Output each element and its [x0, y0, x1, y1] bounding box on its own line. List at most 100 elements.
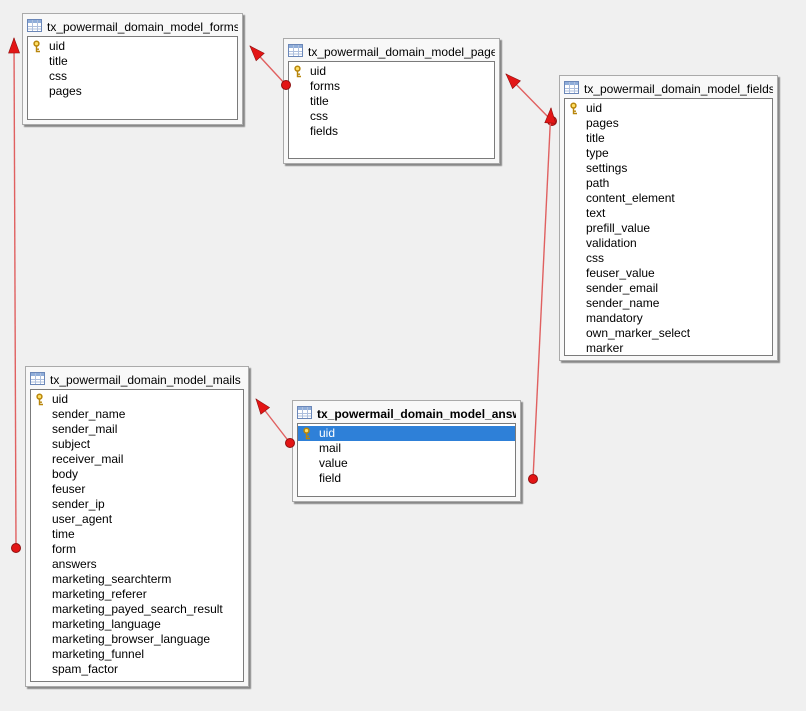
field-name: mandatory — [586, 311, 643, 325]
relationship-answer-to-mails[interactable] — [255, 398, 295, 448]
field-row-forms[interactable]: forms — [289, 79, 494, 94]
field-name: marker — [586, 341, 624, 355]
field-row-marketing_funnel[interactable]: marketing_funnel — [31, 647, 243, 662]
key-icon — [35, 393, 52, 406]
field-name: path — [586, 176, 610, 190]
field-row-marker[interactable]: marker — [565, 341, 772, 355]
field-row-pages[interactable]: pages — [28, 84, 237, 99]
table-title: tx_powermail_domain_model_fields — [584, 81, 773, 96]
field-name: subject — [52, 437, 91, 451]
field-name: value — [319, 456, 348, 470]
field-row-mail[interactable]: mail — [298, 441, 515, 456]
field-row-content_element[interactable]: content_element — [565, 191, 772, 206]
field-row-time[interactable]: time — [31, 527, 243, 542]
field-row-sender_name[interactable]: sender_name — [565, 296, 772, 311]
table-title: tx_powermail_domain_model_mails — [50, 372, 241, 387]
field-row-spam_factor[interactable]: spam_factor — [31, 662, 243, 677]
field-name: marketing_referer — [52, 587, 147, 601]
table-header[interactable]: tx_powermail_domain_model_forms — [27, 17, 238, 36]
field-name: css — [310, 109, 328, 123]
field-name: marketing_searchterm — [52, 572, 172, 586]
field-name: body — [52, 467, 79, 481]
field-row-sender_email[interactable]: sender_email — [565, 281, 772, 296]
field-row-form[interactable]: form — [31, 542, 243, 557]
field-name: form — [52, 542, 76, 556]
field-row-text[interactable]: text — [565, 206, 772, 221]
relationship-answer-to-fields[interactable] — [528, 107, 557, 484]
table-header[interactable]: tx_powermail_domain_model_answer — [297, 404, 516, 423]
field-row-css[interactable]: css — [28, 69, 237, 84]
field-row-sender_mail[interactable]: sender_mail — [31, 422, 243, 437]
table-icon — [288, 43, 303, 60]
table-header[interactable]: tx_powermail_domain_model_fields — [564, 79, 773, 98]
field-name: pages — [586, 116, 619, 130]
key-icon — [293, 65, 310, 78]
field-row-subject[interactable]: subject — [31, 437, 243, 452]
field-row-marketing_payed_search_result[interactable]: marketing_payed_search_result — [31, 602, 243, 617]
field-name: text — [586, 206, 606, 220]
arrowhead-icon — [249, 45, 265, 62]
field-name: forms — [310, 79, 340, 93]
field-name: field — [319, 471, 342, 485]
table-header[interactable]: tx_powermail_domain_model_pages — [288, 42, 495, 61]
field-row-feuser_value[interactable]: feuser_value — [565, 266, 772, 281]
field-row-answers[interactable]: answers — [31, 557, 243, 572]
field-row-title[interactable]: title — [28, 54, 237, 69]
field-row-feuser[interactable]: feuser — [31, 482, 243, 497]
field-name: uid — [319, 426, 336, 440]
connector-dot-icon — [528, 474, 538, 484]
field-row-marketing_searchterm[interactable]: marketing_searchterm — [31, 572, 243, 587]
table-title: tx_powermail_domain_model_answer — [317, 406, 516, 421]
field-row-receiver_mail[interactable]: receiver_mail — [31, 452, 243, 467]
table-title: tx_powermail_domain_model_forms — [47, 19, 238, 34]
field-row-uid[interactable]: uid — [565, 101, 772, 116]
table-icon — [27, 18, 42, 35]
field-row-uid[interactable]: uid — [28, 39, 237, 54]
field-row-marketing_referer[interactable]: marketing_referer — [31, 587, 243, 602]
field-name: receiver_mail — [52, 452, 124, 466]
field-row-marketing_language[interactable]: marketing_language — [31, 617, 243, 632]
field-name: mail — [319, 441, 342, 455]
field-row-body[interactable]: body — [31, 467, 243, 482]
field-row-uid[interactable]: uid — [289, 64, 494, 79]
field-row-type[interactable]: type — [565, 146, 772, 161]
field-row-own_marker_select[interactable]: own_marker_select — [565, 326, 772, 341]
field-row-settings[interactable]: settings — [565, 161, 772, 176]
field-row-uid[interactable]: uid — [31, 392, 243, 407]
table-header[interactable]: tx_powermail_domain_model_mails — [30, 370, 244, 389]
field-row-css[interactable]: css — [289, 109, 494, 124]
table-icon — [564, 80, 579, 97]
field-row-field[interactable]: field — [298, 471, 515, 486]
field-row-path[interactable]: path — [565, 176, 772, 191]
field-row-prefill_value[interactable]: prefill_value — [565, 221, 772, 236]
field-row-sender_name[interactable]: sender_name — [31, 407, 243, 422]
field-row-uid[interactable]: uid — [298, 426, 515, 441]
field-row-css[interactable]: css — [565, 251, 772, 266]
field-row-sender_ip[interactable]: sender_ip — [31, 497, 243, 512]
field-row-mandatory[interactable]: mandatory — [565, 311, 772, 326]
field-name: sender_name — [586, 296, 660, 310]
field-row-user_agent[interactable]: user_agent — [31, 512, 243, 527]
field-row-marketing_browser_language[interactable]: marketing_browser_language — [31, 632, 243, 647]
field-row-title[interactable]: title — [565, 131, 772, 146]
relationship-fields-to-pages[interactable] — [505, 73, 557, 126]
field-row-title[interactable]: title — [289, 94, 494, 109]
field-name: feuser_value — [586, 266, 655, 280]
field-name: prefill_value — [586, 221, 651, 235]
field-name: settings — [586, 161, 628, 175]
field-name: marketing_browser_language — [52, 632, 211, 646]
field-name: fields — [310, 124, 339, 138]
field-row-value[interactable]: value — [298, 456, 515, 471]
field-row-fields[interactable]: fields — [289, 124, 494, 139]
relationship-mails-to-forms[interactable] — [8, 37, 21, 553]
field-row-validation[interactable]: validation — [565, 236, 772, 251]
field-row-pages[interactable]: pages — [565, 116, 772, 131]
